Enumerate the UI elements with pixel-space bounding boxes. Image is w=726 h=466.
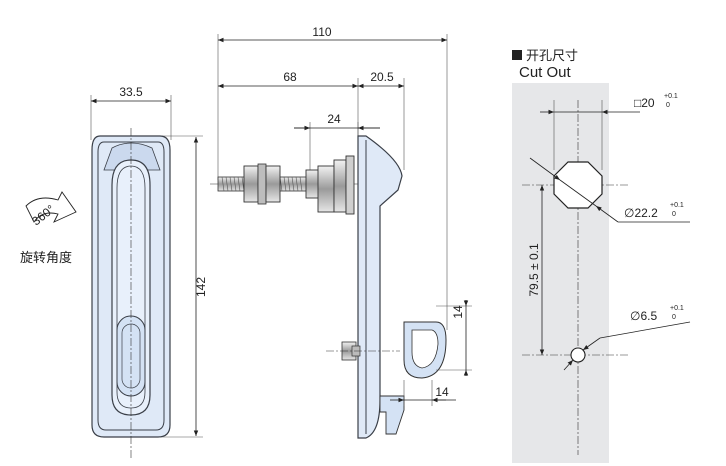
hole-spacing-label: 79.5 ± 0.1 <box>527 243 541 297</box>
rotation-caption: 旋转角度 <box>20 250 72 266</box>
cutout-view: 开孔尺寸 Cut Out □20 +0.1 0 ∅22.2 +0.1 0 79.… <box>512 49 691 463</box>
rotation-indicator: 360° 旋转角度 <box>20 191 77 266</box>
loop-height-label: 14 <box>451 305 465 319</box>
stud-length-label: 68 <box>283 70 297 84</box>
height-dimension-label: 142 <box>194 277 208 297</box>
thread-length-label: 24 <box>327 112 341 126</box>
rotation-arrow-icon <box>25 191 77 223</box>
small-diameter-tol-lower: 0 <box>672 314 676 321</box>
overall-length-label: 110 <box>312 25 331 39</box>
handle-side-profile <box>357 135 403 439</box>
front-view: 33.5 142 <box>90 85 208 458</box>
large-diameter-tol-upper: +0.1 <box>670 202 684 209</box>
cutout-title-en: Cut Out <box>519 64 572 81</box>
main-cutout-hole <box>553 161 603 209</box>
width-dimension-label: 33.5 <box>119 85 143 99</box>
side-view: 110 68 20.5 24 <box>210 25 472 439</box>
square-tol-upper: +0.1 <box>664 93 678 100</box>
cutout-title-cn: 开孔尺寸 <box>526 49 578 64</box>
panel-background <box>512 83 609 463</box>
latch-tongue <box>379 395 405 435</box>
small-cutout-hole <box>570 347 586 363</box>
nut-1 <box>243 165 259 203</box>
small-diameter-label: ∅6.5 <box>630 309 657 323</box>
square-dim-label: □20 <box>634 96 655 110</box>
loop-width-label: 14 <box>435 385 449 399</box>
large-diameter-label: ∅22.2 <box>624 206 658 220</box>
large-diameter-tol-lower: 0 <box>672 211 676 218</box>
square-tol-lower: 0 <box>666 102 670 109</box>
square-bullet-icon <box>512 50 522 60</box>
nut-2 <box>265 165 281 203</box>
body-depth-label: 20.5 <box>370 70 394 84</box>
small-diameter-tol-upper: +0.1 <box>670 305 684 312</box>
